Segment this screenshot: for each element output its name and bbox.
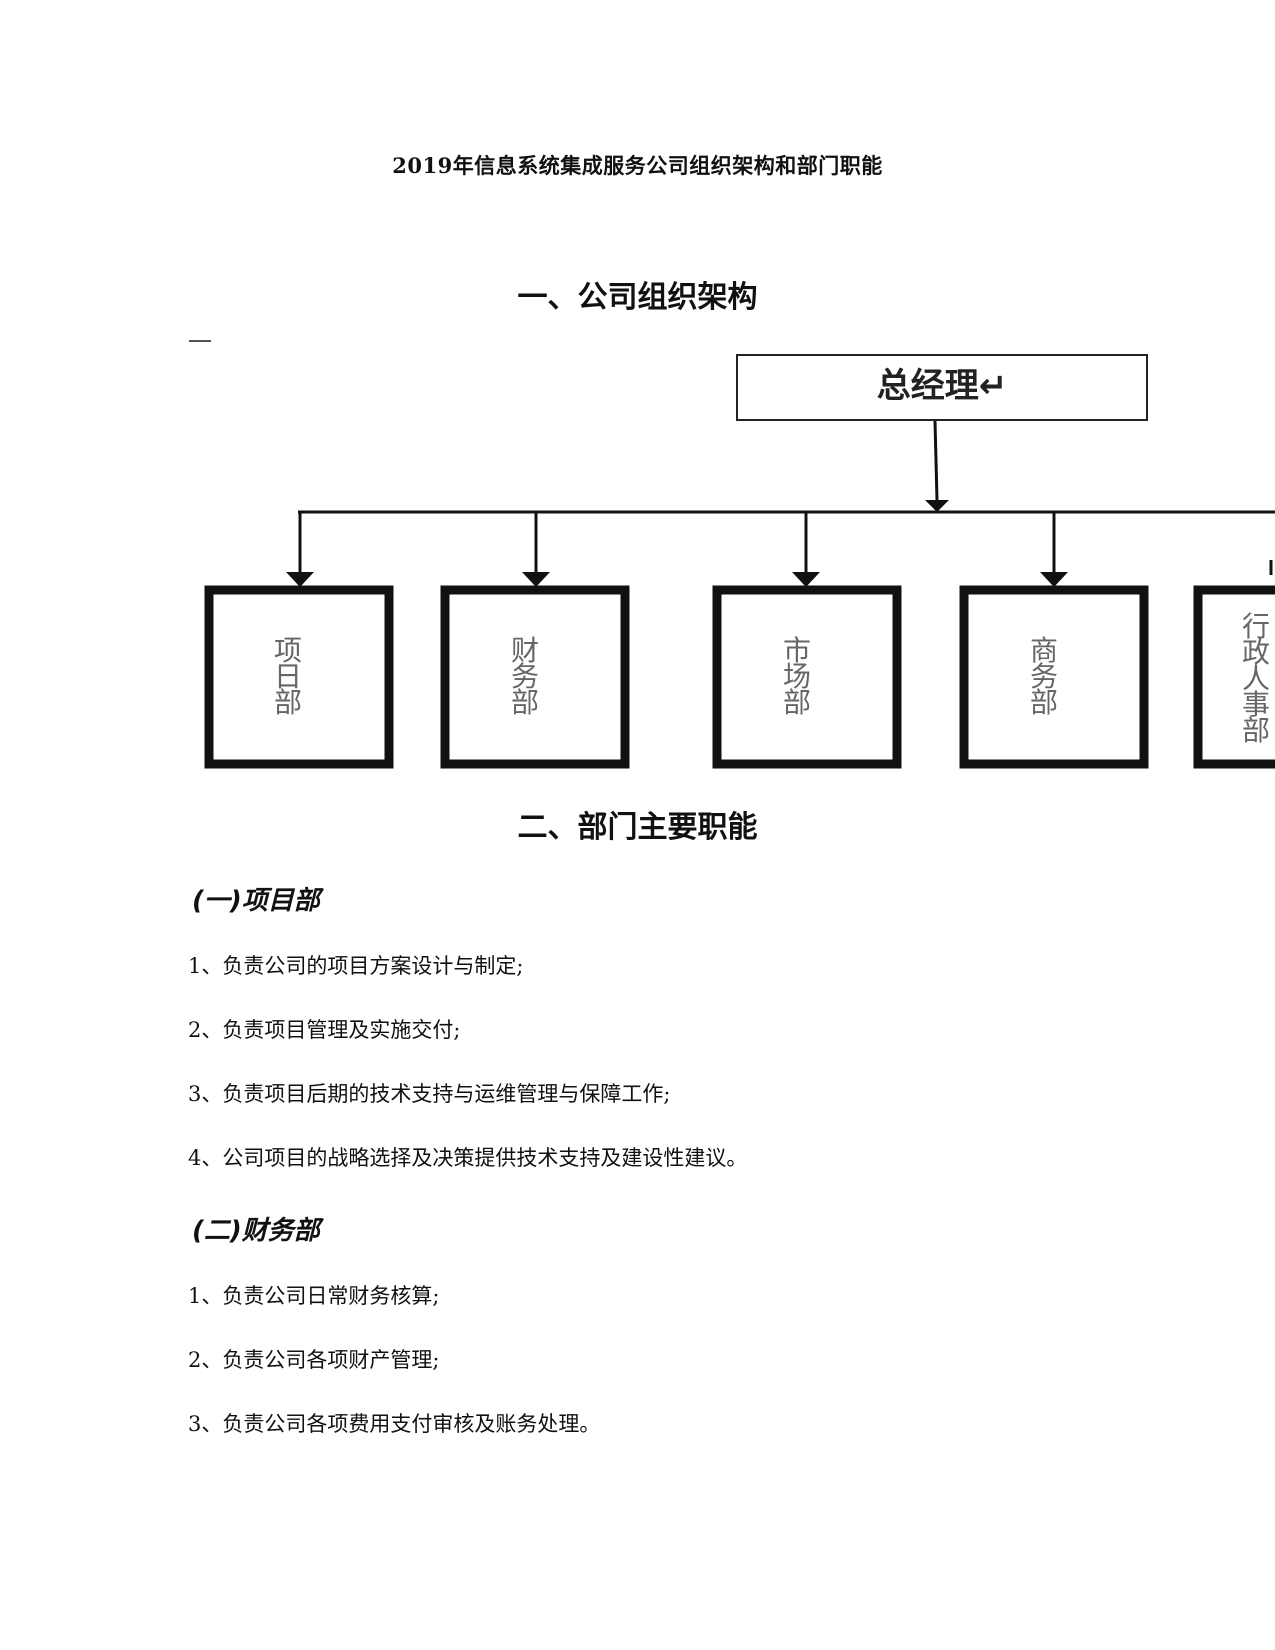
dept-heading-project: (一)项目部 <box>192 886 320 916</box>
dept-heading-finance: (二)财务部 <box>192 1216 320 1246</box>
org-dept-label: 财 <box>511 634 539 667</box>
org-dept-label: 部 <box>783 686 811 719</box>
org-dept-label: 市 <box>783 634 811 667</box>
org-dept-label: 人 <box>1242 662 1270 695</box>
org-dept-label: 部 <box>511 686 539 719</box>
section-heading-org-structure: 一、公司组织架构 <box>517 280 758 315</box>
org-dept-label: 务 <box>1030 660 1058 693</box>
org-dept-label: 项 <box>274 634 302 667</box>
org-dept-label: 部 <box>274 686 302 719</box>
org-dept-label: 事 <box>1242 688 1270 721</box>
list-item: 3、负责公司各项费用支付审核及账务处理。 <box>188 1412 601 1436</box>
list-item: 1、负责公司日常财务核算; <box>188 1284 440 1308</box>
org-dept-label: 场 <box>783 660 811 693</box>
org-top-box <box>736 354 1148 421</box>
list-item: 4、公司项目的战略选择及决策提供技术支持及建设性建议。 <box>188 1146 748 1170</box>
org-dept-label: 日 <box>274 660 302 693</box>
list-item: 1、负责公司的项目方案设计与制定; <box>188 954 524 978</box>
stray-mark <box>189 340 211 342</box>
org-dept-box <box>204 585 394 769</box>
list-item: 3、负责项目后期的技术支持与运维管理与保障工作; <box>188 1082 671 1106</box>
org-dept-box <box>1193 585 1275 769</box>
org-dept-label: 务 <box>511 660 539 693</box>
org-top-connector <box>933 420 939 501</box>
org-dept-arrow <box>792 572 820 587</box>
list-item: 2、负责公司各项财产管理; <box>188 1348 440 1372</box>
org-dept-arrow <box>286 572 314 587</box>
org-dept-label: 部 <box>1242 714 1270 747</box>
org-dept-arrow <box>1040 572 1068 587</box>
org-dept-box <box>712 585 902 769</box>
org-top-label: 总经理↵ <box>877 366 1008 406</box>
org-dept-arrow <box>522 572 550 587</box>
org-dept-label: 政 <box>1242 636 1270 669</box>
org-dept-box <box>959 585 1149 769</box>
org-dept-label: 部 <box>1030 686 1058 719</box>
org-dept-box <box>440 585 630 769</box>
org-top-arrow <box>925 500 949 512</box>
org-chart: 总经理↵ 项 日 部 财 务 部 市 场 部 商 务 部 行 政 人 事 部 <box>204 354 1275 769</box>
org-dept-label: 商 <box>1030 634 1058 667</box>
org-dept-label: 行 <box>1242 610 1270 643</box>
document-title: 2019年信息系统集成服务公司组织架构和部门职能 <box>392 153 883 178</box>
list-item: 2、负责项目管理及实施交付; <box>188 1018 461 1042</box>
section-heading-dept-functions: 二、部门主要职能 <box>517 810 758 845</box>
